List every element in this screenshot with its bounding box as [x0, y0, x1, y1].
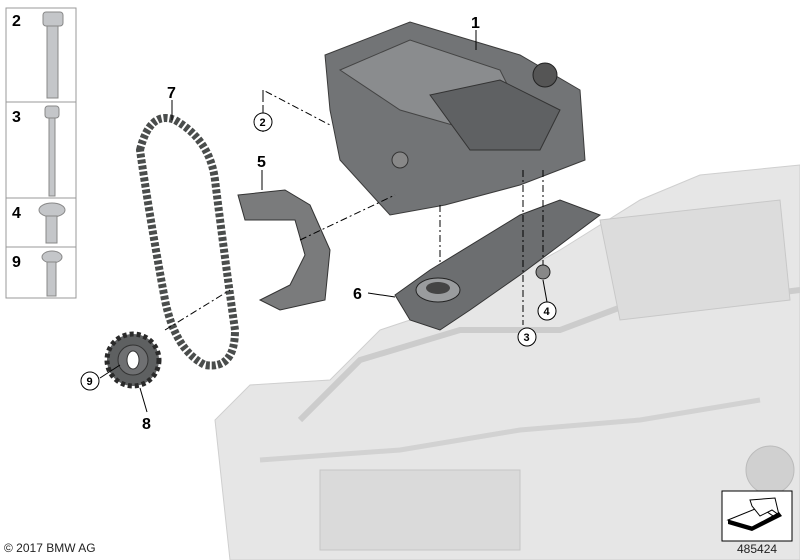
- callout-8: 8: [142, 416, 151, 433]
- callout-7: 7: [167, 85, 176, 102]
- svg-text:4: 4: [544, 306, 551, 318]
- legend-number-3: 3: [12, 109, 21, 126]
- callout-lines: [99, 30, 548, 413]
- legend-number-9: 9: [12, 254, 21, 271]
- oil-pickup[interactable]: [394, 199, 602, 331]
- svg-text:3: 3: [524, 332, 530, 344]
- callout-3: 3: [517, 327, 537, 347]
- callout-6: 6: [353, 286, 362, 303]
- chain-guide[interactable]: [237, 189, 331, 311]
- screw-4-image: [38, 202, 66, 244]
- screw-9-image: [41, 250, 63, 297]
- callout-4: 4: [537, 301, 557, 321]
- bolt-2-image: [42, 11, 64, 99]
- timing-chain[interactable]: [135, 114, 240, 370]
- callout-2: 2: [253, 112, 273, 132]
- svg-text:2: 2: [260, 117, 266, 129]
- engine-block: [214, 164, 800, 560]
- callout-5: 5: [257, 154, 266, 171]
- diagram-number: 485424: [737, 542, 778, 556]
- copyright: © 2017 BMW AG: [4, 541, 96, 555]
- bolt-3-image: [44, 105, 60, 197]
- svg-text:9: 9: [87, 376, 93, 388]
- legend-number-4: 4: [12, 205, 21, 222]
- assembly-lines: [164, 89, 544, 331]
- callout-9: 9: [80, 371, 100, 391]
- oil-pump[interactable]: [324, 21, 586, 216]
- callout-1: 1: [471, 15, 480, 32]
- legend-number-2: 2: [12, 13, 21, 30]
- fastener-legend: 2 3 4 9: [5, 7, 77, 299]
- sprocket[interactable]: [104, 331, 162, 389]
- orientation-arrow-box: [721, 490, 793, 542]
